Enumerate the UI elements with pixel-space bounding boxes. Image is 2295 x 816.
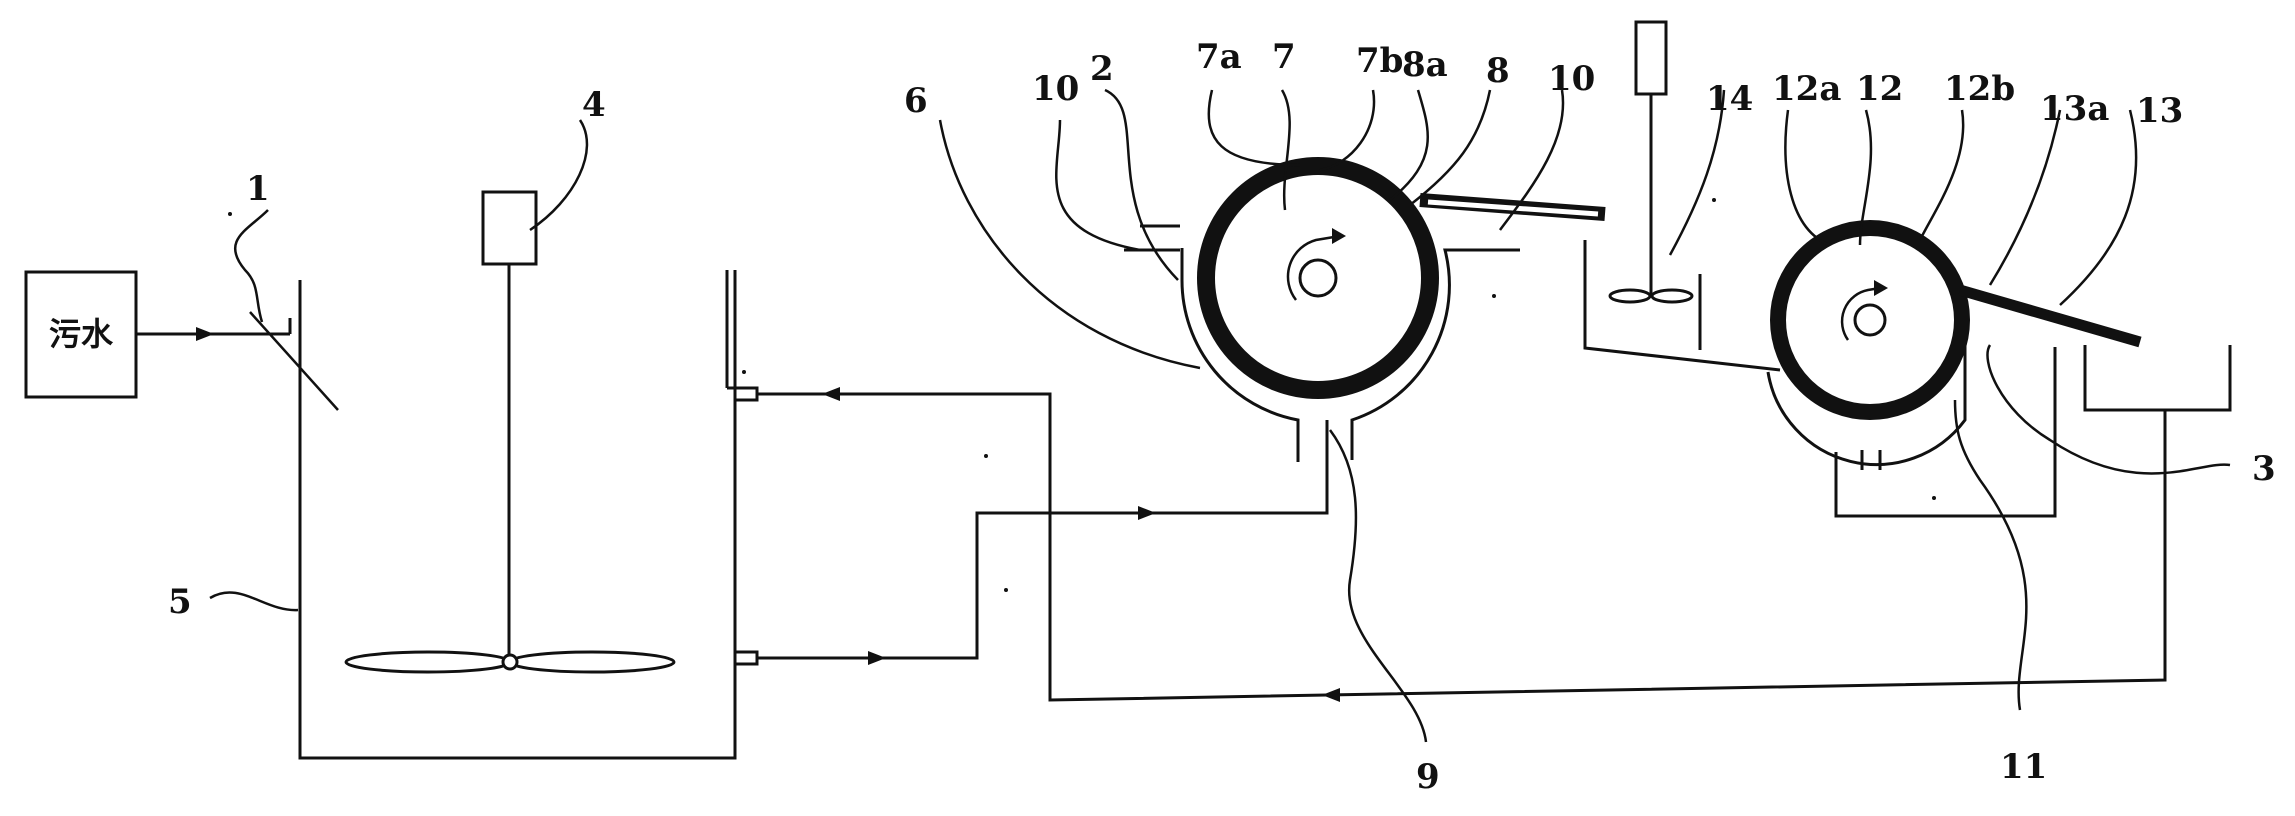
speck [984,454,988,458]
drum-filter-3 [1583,220,2232,518]
leader-8 [1409,89,1492,206]
label-13a: 13a [2040,89,2109,129]
return-port [727,386,759,402]
tank-5-wall [298,270,737,760]
speckles [228,198,1936,592]
leader-8a [1389,89,1430,201]
label-14: 14 [1706,79,1753,119]
label-8: 8 [1486,51,1510,91]
drum-2-rotation-head [1332,228,1346,244]
stirrer-motor [481,190,538,266]
leader-5 [209,591,299,612]
stirrer-blade-right [508,650,676,674]
leader-9 [1328,429,1428,743]
leader-12b [1918,109,1965,241]
leader-14 [1668,89,1726,256]
leader-7b [1319,89,1376,172]
speck [742,370,746,374]
label-8a: 8a [1402,45,1448,85]
scraper-13 [1958,284,2142,348]
sewage-source: 污水 [24,270,138,399]
label-13: 13 [2136,91,2183,131]
drum-2-filter-cloth [1197,157,1439,399]
stirrer-hub [501,653,519,671]
leader-6 [938,119,1201,370]
drum-12-axle [1853,303,1887,337]
leader-13a [1988,109,2062,286]
leader-7a [1207,89,1301,167]
inlet-arrow [196,327,214,341]
leader-11 [1953,399,2028,711]
leader-10-left [1055,119,1141,252]
drum-12-rotation-head [1874,280,1888,296]
speck [1004,588,1008,592]
doser-14 [1608,20,1694,304]
label-1: 1 [246,169,270,209]
leader-2 [1104,88,1179,281]
drum-2-rotation [1286,234,1341,301]
feed-arrow-low [868,651,886,665]
speck [228,212,232,216]
label-7b: 7b [1356,41,1403,81]
label-2: 2 [1090,49,1114,89]
doser-blade-left [1608,288,1652,304]
label-7a: 7a [1196,37,1242,77]
return-line [757,392,2167,702]
tank-5 [298,270,759,760]
leader-13 [2059,109,2138,306]
label-11: 11 [2000,747,2047,787]
sewage-source-label: 污水 [49,315,114,353]
label-4: 4 [582,85,606,125]
doser-blade-right [1650,288,1694,304]
feed-arrow-high [1138,506,1156,520]
tank-11-base [1834,347,2057,518]
feed-line [757,453,1329,660]
doser-motor [1634,20,1668,96]
leader-12 [1858,109,1873,246]
leader-4 [529,119,589,232]
drum-filter-2 [1124,157,1606,462]
return-arrow-low [1322,688,1340,702]
trough-6 [1180,248,1480,460]
leader-lines [209,88,2231,743]
tank-11 [1766,320,1967,467]
label-12a: 12a [1772,69,1841,109]
speck [1712,198,1716,202]
label-3: 3 [2252,449,2276,489]
leader-12a [1784,109,1831,247]
number-labels: 1 4 5 6 10 2 7a 7 7b 8a 8 10 14 12a 12 1… [168,37,2276,797]
drum-12-filter-cloth [1770,220,1970,420]
drum-2-axle [1298,258,1338,298]
scraper-8-edge [1427,199,1599,217]
return-pipe [757,387,2167,702]
feed-pipe [757,453,1329,665]
label-10-left: 10 [1032,69,1079,109]
label-12: 12 [1856,69,1903,109]
stirrer-blade-left [344,650,512,674]
inlet-pipe [136,311,339,411]
leader-10-right [1499,89,1565,231]
channel-3 [1583,240,1781,372]
stirrer-4 [344,190,676,674]
label-5: 5 [168,582,192,622]
leader-1 [233,209,269,323]
label-10-right: 10 [1548,59,1595,99]
label-6: 6 [904,81,928,121]
drum-12-rotation [1840,286,1881,341]
leader-7 [1280,89,1291,211]
sludge-tank-13 [2083,345,2232,412]
speck [1492,294,1496,298]
leader-3 [1986,344,2231,475]
label-9: 9 [1416,757,1440,797]
inlet-diffuser [249,311,339,411]
label-12b: 12b [1944,69,2015,109]
outlet-port [735,650,759,666]
label-7: 7 [1272,37,1296,77]
return-arrow-high [822,387,840,401]
speck [1932,496,1936,500]
